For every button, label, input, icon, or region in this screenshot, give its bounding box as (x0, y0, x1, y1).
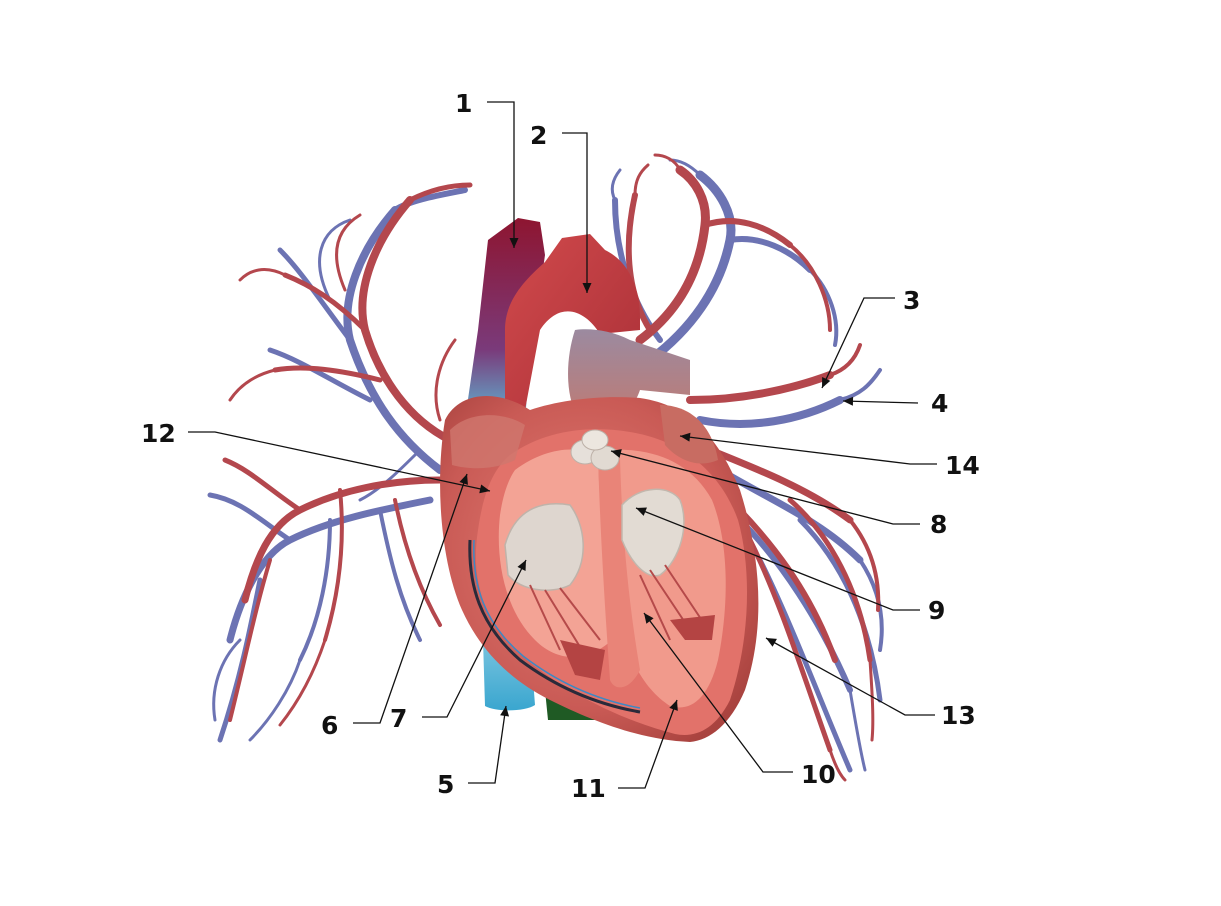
leader-line-9 (635, 507, 920, 611)
aortic-valve (570, 429, 620, 471)
arrowhead-7 (517, 560, 526, 571)
leader-line-11 (618, 699, 678, 789)
label-12: 12 (141, 419, 176, 448)
leader-lines (188, 101, 937, 789)
label-10: 10 (801, 760, 836, 789)
right-lung-vessel-tree (610, 153, 884, 782)
arrowhead-14 (680, 432, 691, 442)
leader-line-10 (643, 612, 793, 773)
label-14: 14 (945, 451, 980, 480)
label-3: 3 (903, 286, 920, 315)
leader-line-8 (610, 450, 920, 525)
leader-line-12 (188, 431, 491, 492)
papillary-muscles (560, 615, 715, 680)
left-lung-vessel-tree (207, 182, 473, 743)
leader-line-5 (468, 705, 507, 784)
arrowhead-9 (636, 507, 647, 516)
leader-line-1 (487, 101, 515, 248)
leader-line-2 (562, 132, 588, 293)
arrowhead-1 (509, 238, 519, 248)
leader-line-6 (353, 473, 468, 724)
label-8: 8 (930, 510, 947, 539)
label-9: 9 (928, 596, 945, 625)
arrowhead-8 (611, 449, 622, 458)
mitral-valve (621, 488, 685, 577)
aorta (505, 234, 640, 420)
label-13: 13 (941, 701, 976, 730)
right-atrium-wall (450, 415, 525, 469)
arrowhead-12 (479, 484, 490, 494)
arrowhead-5 (500, 706, 510, 717)
arrowhead-4 (843, 396, 854, 406)
arrowhead-6 (459, 474, 468, 485)
conduction-pathway-highlight (473, 539, 641, 709)
arrowhead-11 (669, 700, 678, 711)
label-4: 4 (931, 389, 948, 418)
leader-line-14 (679, 435, 937, 465)
leader-line-3 (821, 297, 895, 389)
leader-line-13 (765, 637, 935, 716)
label-6: 6 (321, 711, 338, 740)
arrowhead-10 (644, 613, 654, 624)
leader-line-4 (842, 400, 919, 404)
label-1: 1 (455, 89, 472, 118)
conduction-pathway (468, 539, 641, 714)
label-5: 5 (437, 770, 454, 799)
label-7: 7 (390, 704, 407, 733)
label-2: 2 (530, 121, 547, 150)
interventricular-septum (598, 451, 640, 688)
arrowhead-2 (582, 283, 592, 293)
arrowhead-3 (822, 377, 831, 388)
leader-line-7 (422, 559, 527, 718)
arrowhead-13 (766, 638, 777, 647)
label-11: 11 (571, 774, 606, 803)
